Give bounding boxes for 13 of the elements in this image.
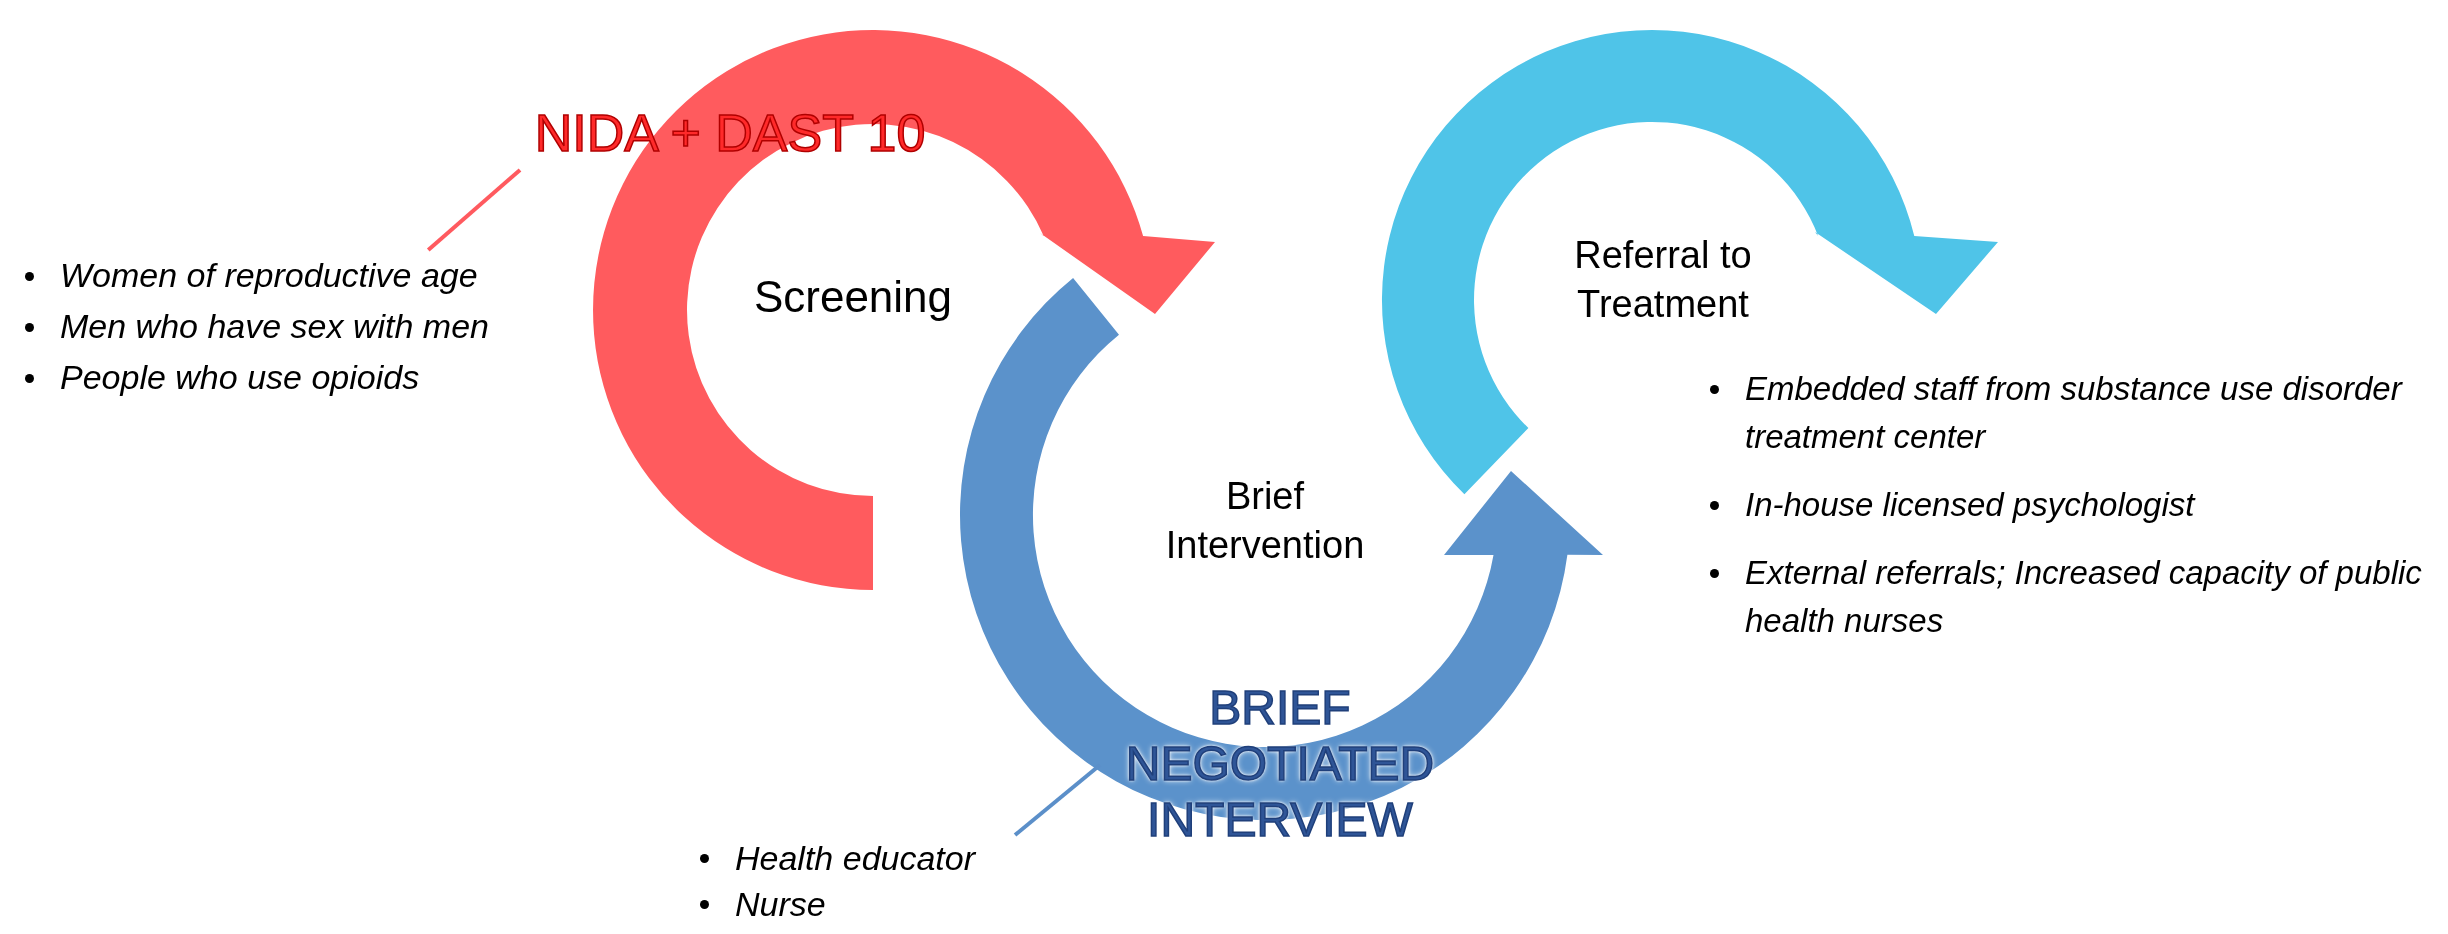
bullet-text: In-house licensed psychologist bbox=[1745, 485, 2197, 525]
step-label: Referral to Treatment bbox=[1573, 232, 1753, 327]
bullet-text: Men who have sex with men bbox=[60, 306, 490, 347]
bullet-text: Nurse bbox=[735, 884, 827, 925]
bullet-text: Health educator bbox=[735, 838, 977, 879]
bullet-text: People who use opioids bbox=[60, 357, 421, 398]
outlined-heading: BRIEF NEGOTIATED INTERVIEW bbox=[1124, 680, 1436, 848]
step-label: Screening bbox=[752, 271, 954, 324]
step-label: Brief Intervention bbox=[1164, 473, 1366, 568]
leader-line bbox=[426, 168, 522, 252]
bullet-text: Embedded staff from substance use disorder treatment center bbox=[1745, 369, 2404, 457]
bullet-text: External referrals; Increased capacity of public health nurses bbox=[1745, 553, 2423, 641]
bullet-text: Women of reproductive age bbox=[60, 255, 479, 296]
